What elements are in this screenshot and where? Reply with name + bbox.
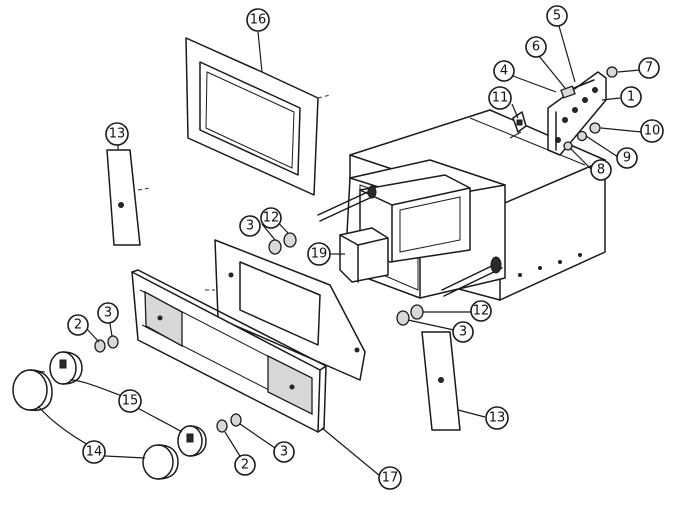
bracket-hardware bbox=[509, 66, 618, 151]
svg-text:4: 4 bbox=[500, 64, 508, 79]
svg-text:6: 6 bbox=[532, 40, 540, 55]
svg-text:14: 14 bbox=[86, 445, 103, 460]
callout-12-right: 12 bbox=[470, 300, 492, 322]
side-panel-left-part bbox=[106, 149, 151, 246]
callout-14: 14 bbox=[82, 440, 106, 464]
svg-text:3: 3 bbox=[246, 219, 254, 234]
svg-text:12: 12 bbox=[263, 211, 280, 226]
svg-text:3: 3 bbox=[104, 306, 112, 321]
svg-text:15: 15 bbox=[122, 394, 139, 409]
callout-15: 15 bbox=[118, 389, 142, 413]
svg-text:19: 19 bbox=[311, 247, 328, 262]
svg-text:2: 2 bbox=[241, 458, 249, 473]
callout-3-left: 3 bbox=[97, 302, 119, 324]
callout-13-lower: 13 bbox=[485, 406, 509, 430]
svg-text:13: 13 bbox=[109, 127, 126, 142]
svg-text:1: 1 bbox=[627, 90, 635, 105]
svg-text:16: 16 bbox=[250, 13, 267, 28]
callout-3-bottom: 3 bbox=[273, 441, 295, 463]
front-panel-part bbox=[131, 269, 327, 433]
callout-12-upper: 12 bbox=[260, 207, 282, 229]
callout-13-upper: 13 bbox=[105, 122, 129, 146]
gasket-plate-part bbox=[205, 239, 366, 381]
svg-text:5: 5 bbox=[553, 9, 561, 24]
washer-group bbox=[94, 232, 424, 433]
callout-5: 5 bbox=[546, 5, 568, 27]
callout-3-upper: 3 bbox=[239, 215, 261, 237]
svg-text:7: 7 bbox=[645, 61, 653, 76]
chassis-housing-part bbox=[317, 109, 606, 301]
side-panel-right-part bbox=[421, 331, 461, 431]
callout-6: 6 bbox=[525, 36, 547, 58]
cover-part bbox=[339, 227, 389, 283]
callout-8: 8 bbox=[590, 159, 612, 181]
svg-text:8: 8 bbox=[597, 163, 605, 178]
knob-part-left bbox=[12, 369, 53, 412]
callout-3-right: 3 bbox=[452, 321, 474, 343]
knob-part-right bbox=[142, 444, 179, 480]
callout-17: 17 bbox=[378, 466, 402, 490]
callout-16: 16 bbox=[246, 8, 270, 32]
svg-text:3: 3 bbox=[280, 445, 288, 460]
mounting-bracket-part bbox=[547, 71, 607, 156]
callout-4: 4 bbox=[493, 60, 515, 82]
svg-text:11: 11 bbox=[492, 91, 509, 106]
svg-text:10: 10 bbox=[644, 124, 661, 139]
svg-text:2: 2 bbox=[74, 318, 82, 333]
hub-part-left bbox=[49, 351, 83, 385]
callout-10: 10 bbox=[640, 119, 664, 143]
callout-11: 11 bbox=[488, 86, 512, 110]
svg-text:12: 12 bbox=[473, 304, 490, 319]
svg-text:17: 17 bbox=[382, 471, 399, 486]
svg-text:9: 9 bbox=[623, 151, 631, 166]
callout-2-bottom: 2 bbox=[234, 454, 256, 476]
callout-7: 7 bbox=[638, 57, 660, 79]
callout-19: 19 bbox=[307, 242, 331, 266]
trim-frame-part bbox=[185, 37, 331, 196]
svg-text:3: 3 bbox=[459, 325, 467, 340]
callout-9: 9 bbox=[616, 147, 638, 169]
svg-text:13: 13 bbox=[489, 411, 506, 426]
hub-part-right bbox=[177, 425, 207, 457]
callout-1: 1 bbox=[620, 86, 642, 108]
callout-2-left: 2 bbox=[67, 314, 89, 336]
